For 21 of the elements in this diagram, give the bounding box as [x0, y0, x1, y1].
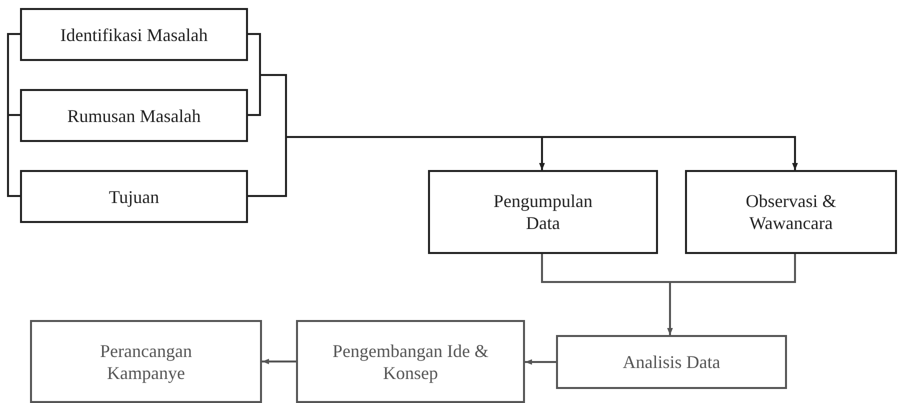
connector-line — [7, 114, 20, 197]
box-label: Pengumpulan Data — [492, 190, 594, 234]
box-label: Tujuan — [108, 186, 160, 208]
box-label: Perancangan Kampanye — [99, 340, 193, 384]
process-box — [296, 320, 525, 403]
process-box — [30, 320, 262, 403]
process-box — [20, 170, 248, 223]
process-box — [685, 170, 897, 254]
arrow — [525, 359, 556, 365]
process-box — [20, 8, 248, 61]
box-label: Observasi & Wawancara — [744, 190, 838, 234]
process-box — [428, 170, 658, 254]
process-box — [20, 89, 248, 142]
box-label: Rumusan Masalah — [67, 104, 201, 126]
process-box — [556, 335, 787, 389]
connector-line — [7, 33, 20, 116]
arrow — [262, 358, 296, 364]
box-label: Analisis Data — [622, 351, 720, 373]
arrow — [667, 254, 796, 335]
box-label: Pengembangan Ide & Konsep — [332, 340, 490, 384]
box-label: Identifikasi Masalah — [60, 24, 208, 46]
